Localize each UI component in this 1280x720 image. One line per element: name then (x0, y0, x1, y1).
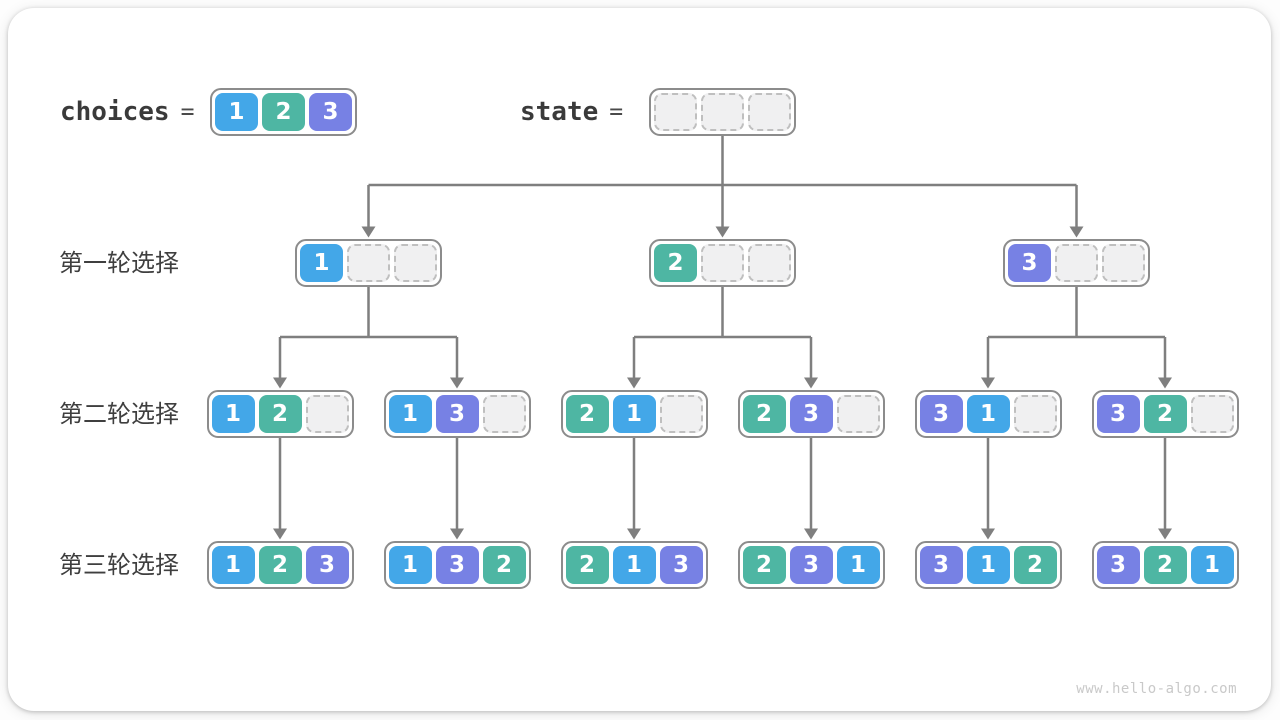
cell-value-2: 2 (565, 395, 609, 433)
cell-value-3: 3 (309, 93, 352, 131)
cell-value-2: 2 (565, 546, 609, 584)
cell-empty (659, 395, 703, 433)
cell-empty (701, 93, 744, 131)
cell-value-2: 2 (742, 546, 786, 584)
cell-value-1: 1 (1190, 546, 1234, 584)
state-equals-sign: = (609, 99, 624, 125)
cell-value-2: 2 (1143, 546, 1187, 584)
cell-value-3: 3 (1096, 546, 1140, 584)
watermark: www.hello-algo.com (1076, 681, 1237, 697)
cell-value-3: 3 (919, 395, 963, 433)
arrowhead-down-icon (450, 377, 464, 389)
cell-value-1: 1 (612, 546, 656, 584)
cell-value-1: 1 (211, 546, 255, 584)
cell-empty (305, 395, 349, 433)
cell-empty (1013, 395, 1057, 433)
row-label-round-1: 第一轮选择 (59, 249, 179, 277)
cell-empty (748, 93, 791, 131)
cell-value-3: 3 (1008, 244, 1051, 282)
cell-empty (1190, 395, 1234, 433)
cell-value-2: 2 (1013, 546, 1057, 584)
cell-value-1: 1 (966, 395, 1010, 433)
arrowhead-down-icon (627, 377, 641, 389)
cell-value-2: 2 (482, 546, 526, 584)
row-label-round-2: 第二轮选择 (59, 400, 179, 428)
state-box-r1-3: 3 (1003, 239, 1150, 287)
arrowhead-down-icon (804, 377, 818, 389)
connector-lines (278, 136, 1167, 531)
cell-value-2: 2 (742, 395, 786, 433)
arrowhead-down-icon (1158, 377, 1172, 389)
state-label: state (520, 97, 599, 127)
cell-value-1: 1 (300, 244, 343, 282)
choices-group: choices = (60, 88, 194, 136)
cell-value-3: 3 (919, 546, 963, 584)
cell-empty (836, 395, 880, 433)
state-box-r1-1: 1 (295, 239, 442, 287)
cell-value-3: 3 (435, 546, 479, 584)
arrowhead-down-icon (273, 377, 287, 389)
arrowhead-down-icon (1158, 528, 1172, 540)
cell-empty (1055, 244, 1098, 282)
state-group: state = (520, 88, 623, 136)
cell-empty (748, 244, 791, 282)
cell-value-1: 1 (211, 395, 255, 433)
cell-value-3: 3 (789, 546, 833, 584)
arrowhead-down-icon (981, 528, 995, 540)
choices-equals-sign: = (180, 99, 195, 125)
cell-empty (347, 244, 390, 282)
cell-value-3: 3 (305, 546, 349, 584)
cell-value-1: 1 (215, 93, 258, 131)
cell-value-3: 3 (1096, 395, 1140, 433)
cell-value-1: 1 (966, 546, 1010, 584)
state-box-r1-2: 2 (649, 239, 796, 287)
cell-empty (394, 244, 437, 282)
cell-value-2: 2 (258, 546, 302, 584)
cell-empty (701, 244, 744, 282)
arrowhead-down-icon (1069, 226, 1084, 238)
cell-value-2: 2 (262, 93, 305, 131)
cell-empty (482, 395, 526, 433)
row-label-round-3: 第三轮选择 (59, 551, 179, 579)
cell-empty (1102, 244, 1145, 282)
arrowhead-down-icon (273, 528, 287, 540)
arrowhead-down-icon (361, 226, 376, 238)
choices-label: choices (60, 97, 170, 127)
state-array-box (649, 88, 796, 136)
cell-value-2: 2 (654, 244, 697, 282)
arrowhead-down-icon (804, 528, 818, 540)
arrowhead-down-icon (627, 528, 641, 540)
cell-value-1: 1 (836, 546, 880, 584)
cell-value-1: 1 (388, 395, 432, 433)
cell-value-2: 2 (1143, 395, 1187, 433)
arrowhead-down-icon (981, 377, 995, 389)
cell-value-3: 3 (789, 395, 833, 433)
arrowhead-down-icon (715, 226, 730, 238)
cell-empty (654, 93, 697, 131)
arrowhead-down-icon (450, 528, 464, 540)
cell-value-1: 1 (612, 395, 656, 433)
cell-value-2: 2 (258, 395, 302, 433)
cell-value-3: 3 (659, 546, 703, 584)
cell-value-1: 1 (388, 546, 432, 584)
cell-value-3: 3 (435, 395, 479, 433)
